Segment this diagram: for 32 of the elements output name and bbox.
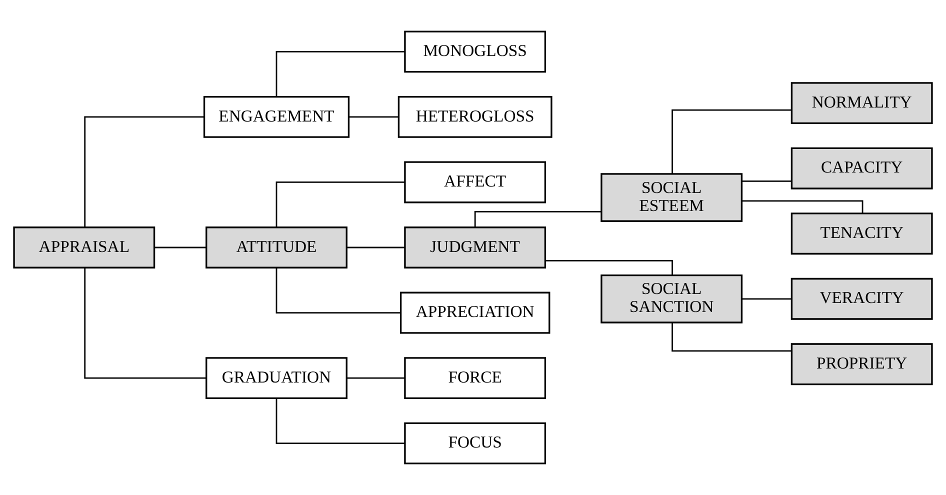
connector — [276, 182, 404, 228]
connector — [672, 109, 792, 174]
node-box: GRADUATION — [206, 357, 348, 399]
node-box: FORCE — [404, 357, 546, 399]
connector — [347, 246, 405, 248]
connector — [672, 323, 792, 352]
node-box: AFFECT — [404, 161, 546, 204]
node-box: VERACITY — [790, 278, 933, 320]
connector — [84, 268, 206, 379]
connector — [84, 116, 204, 228]
connector — [742, 298, 792, 300]
node-box: ENGAGEMENT — [203, 96, 350, 138]
node-box: SOCIAL SANCTION — [600, 274, 743, 324]
node-box: APPRAISAL — [13, 226, 156, 268]
node-box: APPRECIATION — [400, 292, 550, 334]
node-box: PROPRIETY — [790, 343, 933, 386]
node-box: MONOGLOSS — [404, 30, 546, 73]
connector — [276, 398, 404, 444]
node-box: NORMALITY — [790, 82, 933, 124]
node-box: TENACITY — [790, 212, 933, 255]
connector — [742, 180, 792, 182]
connector — [276, 51, 404, 97]
node-box: SOCIAL ESTEEM — [600, 173, 743, 222]
node-box: JUDGMENT — [404, 226, 546, 268]
node-box: FOCUS — [404, 422, 546, 464]
node-box: CAPACITY — [790, 147, 933, 190]
connector — [154, 246, 206, 248]
connector — [347, 377, 405, 379]
node-box: ATTITUDE — [206, 226, 348, 268]
node-box: HETEROGLOSS — [398, 96, 552, 138]
connector — [276, 268, 401, 314]
connector — [348, 116, 399, 118]
